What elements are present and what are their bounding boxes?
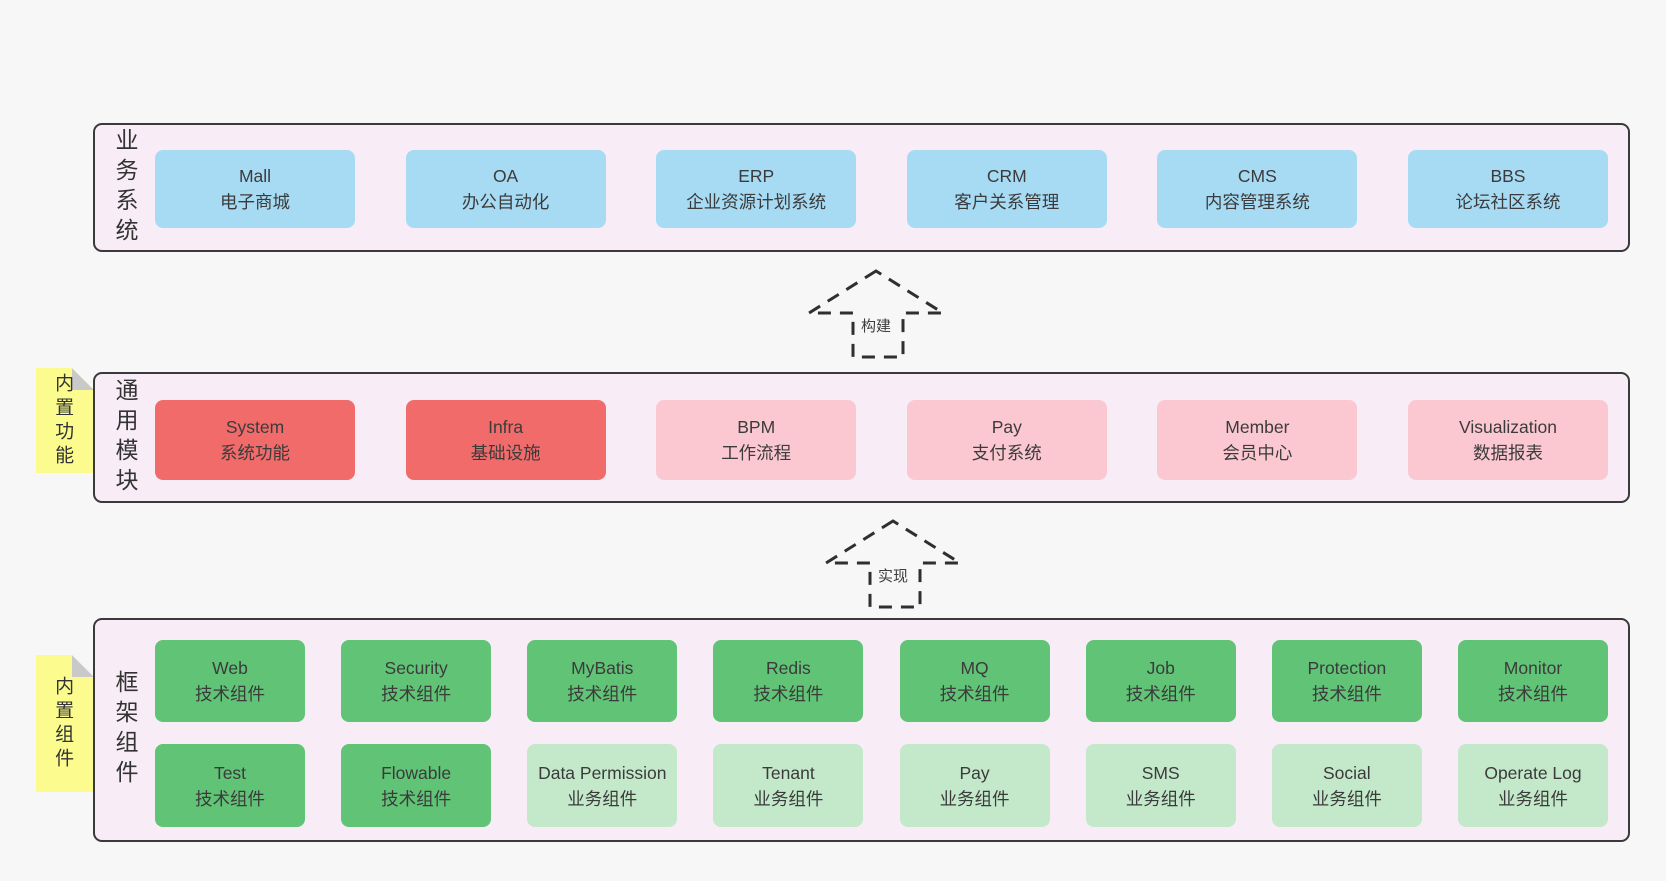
business-box-crm: CRM 客户关系管理: [906, 150, 1107, 228]
module-box-pay: Pay 支付系统: [906, 400, 1107, 480]
sticky-note-label: 内置功能: [52, 372, 74, 469]
business-box-mall: Mall 电子商城: [155, 150, 355, 228]
business-box-oa: OA 办公自动化: [405, 150, 606, 228]
up-arrow-icon: [823, 519, 963, 609]
folded-corner-icon: [72, 655, 94, 677]
arrow-label: 实现: [874, 565, 912, 586]
framework-box-flowable: Flowable 技术组件: [341, 744, 492, 827]
business-box-erp: ERP 企业资源计划系统: [656, 150, 857, 228]
module-box-infra: Infra 基础设施: [405, 400, 606, 480]
section-title: 业务系统: [112, 127, 138, 248]
build-arrow: 构建: [806, 268, 946, 360]
framework-box-tenant: Tenant 业务组件: [713, 744, 864, 827]
framework-box-row-1: Web 技术组件 Security 技术组件 MyBatis 技术组件 Redi…: [155, 640, 1608, 722]
module-box-member: Member 会员中心: [1157, 400, 1358, 480]
framework-box-protection: Protection 技术组件: [1271, 640, 1422, 722]
section-business-systems: 业务系统 Mall 电子商城 OA 办公自动化 ERP 企业资源计划系统 CRM…: [93, 123, 1630, 252]
section-framework-components: 框架组件 Web 技术组件 Security 技术组件 MyBatis 技术组件…: [93, 618, 1630, 842]
framework-box-security: Security 技术组件: [341, 640, 492, 722]
framework-box-job: Job 技术组件: [1085, 640, 1236, 722]
arrow-label: 构建: [857, 315, 895, 336]
section-title: 框架组件: [112, 670, 138, 790]
sticky-note-builtin-features: 内置功能: [36, 368, 94, 473]
business-box-bbs: BBS 论坛社区系统: [1407, 150, 1608, 228]
framework-box-social: Social 业务组件: [1271, 744, 1422, 827]
module-box-bpm: BPM 工作流程: [656, 400, 857, 480]
section-common-modules: 通用模块 System 系统功能 Infra 基础设施 BPM 工作流程 Pay…: [93, 372, 1630, 503]
section-title: 通用模块: [112, 377, 138, 498]
framework-box-sms: SMS 业务组件: [1085, 744, 1236, 827]
framework-box-test: Test 技术组件: [155, 744, 305, 827]
module-box-visualization: Visualization 数据报表: [1407, 400, 1608, 480]
framework-box-data-permission: Data Permission 业务组件: [527, 744, 678, 827]
sticky-note-builtin-components: 内置组件: [36, 655, 94, 792]
framework-box-operate-log: Operate Log 业务组件: [1457, 744, 1608, 827]
framework-box-redis: Redis 技术组件: [713, 640, 864, 722]
modules-box-row: System 系统功能 Infra 基础设施 BPM 工作流程 Pay 支付系统…: [155, 400, 1608, 480]
framework-box-mybatis: MyBatis 技术组件: [527, 640, 678, 722]
implement-arrow: 实现: [823, 518, 963, 610]
business-box-row: Mall 电子商城 OA 办公自动化 ERP 企业资源计划系统 CRM 客户关系…: [155, 150, 1608, 228]
framework-box-web: Web 技术组件: [155, 640, 305, 722]
framework-box-mq: MQ 技术组件: [899, 640, 1050, 722]
business-box-cms: CMS 内容管理系统: [1157, 150, 1358, 228]
module-box-system: System 系统功能: [155, 400, 355, 480]
framework-box-row-2: Test 技术组件 Flowable 技术组件 Data Permission …: [155, 744, 1608, 827]
framework-box-pay: Pay 业务组件: [899, 744, 1050, 827]
up-arrow-icon: [806, 269, 946, 359]
sticky-note-label: 内置组件: [52, 675, 74, 772]
framework-box-monitor: Monitor 技术组件: [1457, 640, 1608, 722]
